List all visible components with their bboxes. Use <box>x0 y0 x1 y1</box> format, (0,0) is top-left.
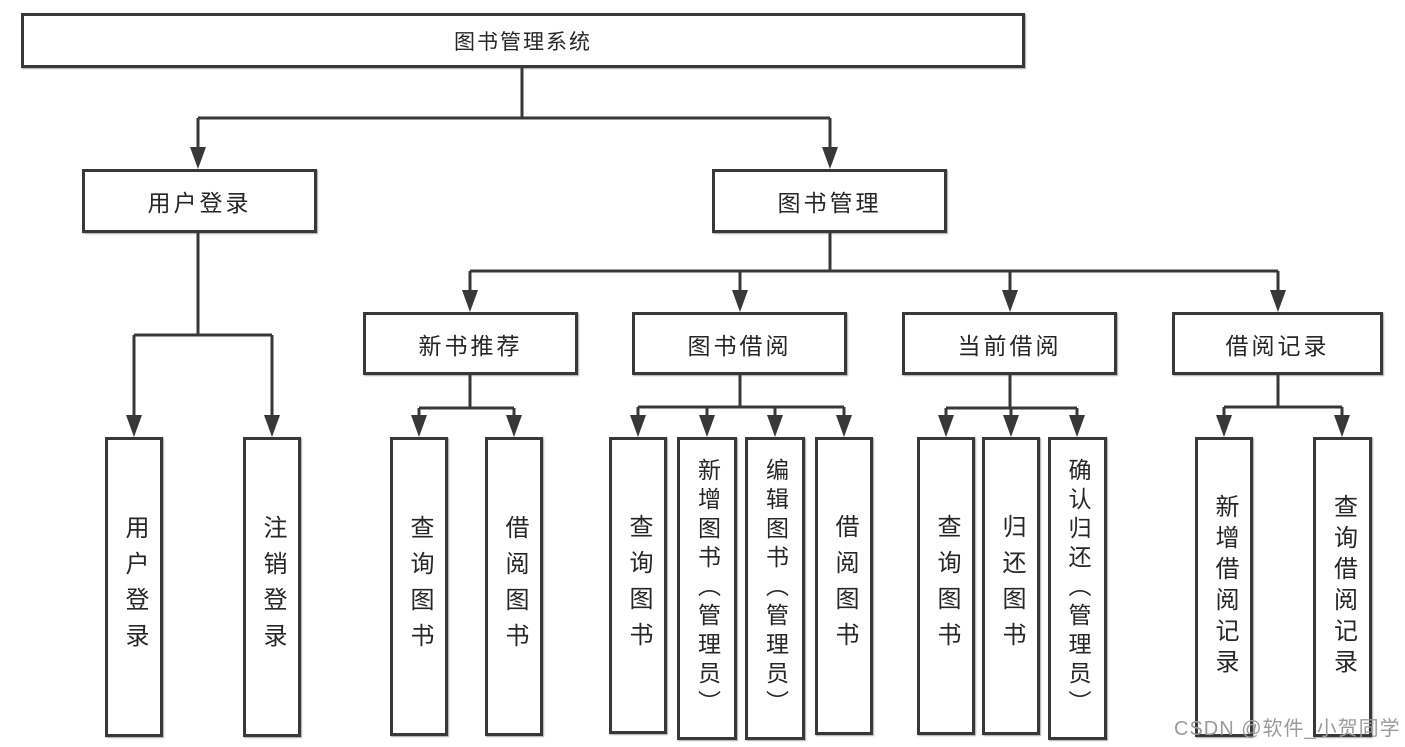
arrowhead-icon <box>1069 415 1085 437</box>
arrowhead-icon <box>190 147 206 169</box>
arrowhead-icon <box>1003 415 1019 437</box>
arrowhead-icon <box>699 415 715 437</box>
arrowhead-icon <box>1002 290 1018 312</box>
edge-line <box>417 375 516 420</box>
edge-line <box>196 68 832 152</box>
leaf-add-books-admin: 新增图书（管理员） <box>677 437 737 740</box>
arrowhead-icon <box>732 290 748 312</box>
node-new-book-recommend: 新书推荐 <box>363 312 578 375</box>
edges-book-management-to-level2 <box>462 233 1286 312</box>
leaf-add-borrow-record: 新增借阅记录 <box>1195 437 1253 737</box>
arrowhead-icon <box>1270 290 1286 312</box>
leaf-query-borrow-record: 查询借阅记录 <box>1313 437 1372 737</box>
arrowhead-icon <box>822 147 838 169</box>
leaf-return-books: 归还图书 <box>982 437 1040 735</box>
csdn-watermark: CSDN @软件_小贺同学 <box>1174 718 1401 740</box>
node-book-management: 图书管理 <box>712 169 947 233</box>
arrowhead-icon <box>506 415 522 437</box>
arrowhead-icon <box>411 415 427 437</box>
arrowhead-icon <box>1216 415 1232 437</box>
edges-borrow-records-to-leaves <box>1216 375 1350 437</box>
edge-line <box>944 375 1079 420</box>
node-borrow-records: 借阅记录 <box>1172 312 1383 375</box>
edges-user-login-to-leaves <box>126 233 280 437</box>
leaf-logout: 注销登录 <box>243 437 301 737</box>
leaf-confirm-return-admin: 确认归还（管理员） <box>1048 437 1107 740</box>
edge-line <box>468 233 1280 295</box>
edge-line <box>636 375 846 420</box>
edges-book-borrow-to-leaves <box>630 375 852 437</box>
arrowhead-icon <box>938 415 954 437</box>
leaf-edit-books-admin: 编辑图书（管理员） <box>745 437 805 740</box>
node-library-system: 图书管理系统 <box>21 13 1025 68</box>
edge-line <box>132 233 274 420</box>
node-user-login: 用户登录 <box>82 169 317 233</box>
edge-line <box>1222 375 1344 420</box>
arrowhead-icon <box>630 415 646 437</box>
leaf-query-books-recommend: 查询图书 <box>390 437 448 736</box>
edges-current-borrow-to-leaves <box>938 375 1085 437</box>
leaf-user-login: 用户登录 <box>105 437 163 737</box>
arrowhead-icon <box>836 415 852 437</box>
node-current-borrow: 当前借阅 <box>902 312 1117 375</box>
node-book-borrow: 图书借阅 <box>632 312 847 375</box>
edges-root-to-level1 <box>190 68 838 169</box>
arrowhead-icon <box>1334 415 1350 437</box>
arrowhead-icon <box>462 290 478 312</box>
arrowhead-icon <box>767 415 783 437</box>
leaf-query-books-current: 查询图书 <box>917 437 975 735</box>
edges-new-book-recommend-to-leaves <box>411 375 522 437</box>
leaf-borrow-books-recommend: 借阅图书 <box>485 437 543 736</box>
leaf-borrow-books: 借阅图书 <box>815 437 873 735</box>
arrowhead-icon <box>126 415 142 437</box>
leaf-query-books-borrow: 查询图书 <box>609 437 667 734</box>
arrowhead-icon <box>264 415 280 437</box>
